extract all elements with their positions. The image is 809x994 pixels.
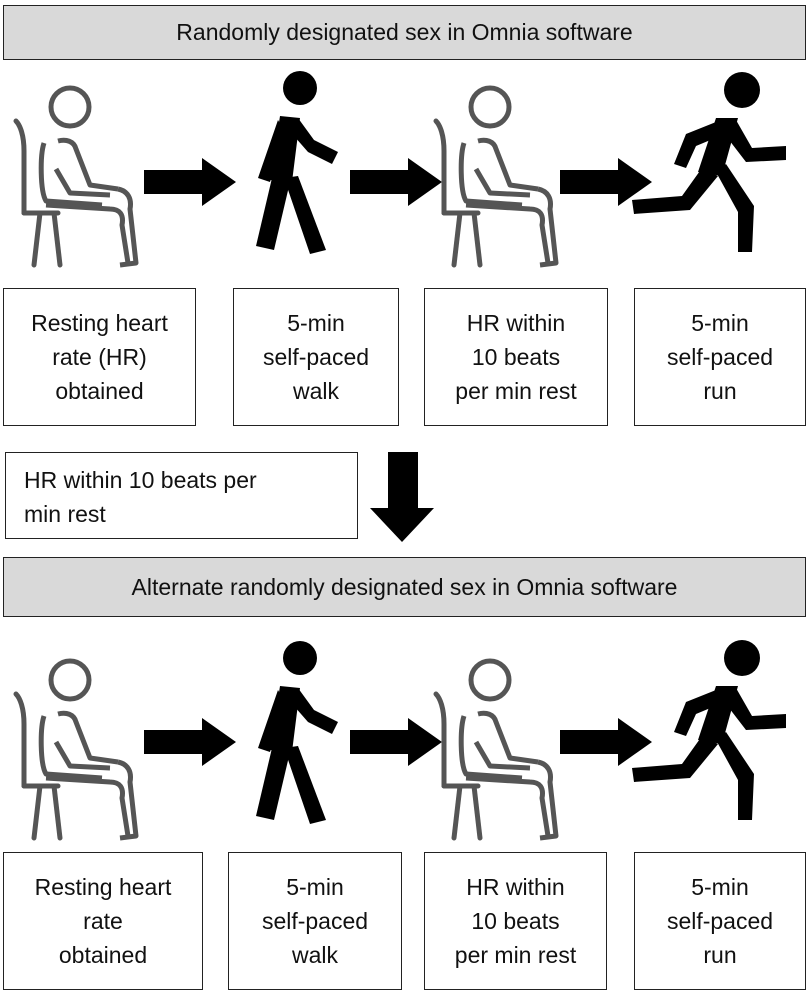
session-1-step-2: 5-min self-paced walk	[233, 288, 399, 426]
session-2-step-2: 5-min self-paced walk	[228, 852, 402, 990]
right-arrow-icon	[560, 158, 652, 206]
running-person-icon	[632, 640, 786, 820]
session-1-banner: Randomly designated sex in Omnia softwar…	[3, 5, 806, 60]
session-1-banner-text: Randomly designated sex in Omnia softwar…	[176, 19, 633, 45]
seated-person-icon	[16, 661, 136, 838]
session-2-banner: Alternate randomly designated sex in Omn…	[3, 557, 806, 617]
right-arrow-icon	[560, 718, 652, 766]
session-2-step-4: 5-min self-paced run	[634, 852, 806, 990]
seated-person-icon	[436, 661, 556, 838]
session-2-step-1: Resting heart rate obtained	[3, 852, 203, 990]
down-arrow-icon	[370, 452, 434, 542]
step-label: Resting heart rate (HR) obtained	[31, 310, 168, 404]
seated-person-icon	[16, 88, 136, 265]
right-arrow-icon	[144, 718, 236, 766]
step-label: HR within 10 beats per min rest	[455, 310, 577, 404]
step-label: 5-min self-paced walk	[261, 874, 369, 968]
walking-person-icon	[256, 71, 338, 254]
session-2-step-3: HR within 10 beats per min rest	[424, 852, 607, 990]
seated-person-icon	[436, 88, 556, 265]
transition-note-box: HR within 10 beats per min rest	[5, 452, 358, 539]
step-label: 5-min self-paced run	[666, 874, 774, 968]
session-2-banner-text: Alternate randomly designated sex in Omn…	[131, 573, 678, 600]
session-1-step-1: Resting heart rate (HR) obtained	[3, 288, 196, 426]
step-label: HR within 10 beats per min rest	[454, 874, 577, 968]
right-arrow-icon	[350, 718, 442, 766]
session-1-step-3: HR within 10 beats per min rest	[424, 288, 608, 426]
running-person-icon	[632, 72, 786, 252]
step-label: Resting heart rate obtained	[34, 874, 172, 968]
step-label: 5-min self-paced walk	[262, 310, 370, 404]
walking-person-icon	[256, 641, 338, 824]
session-1-step-4: 5-min self-paced run	[634, 288, 806, 426]
step-label: 5-min self-paced run	[666, 310, 774, 404]
transition-note-text: HR within 10 beats per min rest	[24, 467, 257, 527]
right-arrow-icon	[350, 158, 442, 206]
right-arrow-icon	[144, 158, 236, 206]
